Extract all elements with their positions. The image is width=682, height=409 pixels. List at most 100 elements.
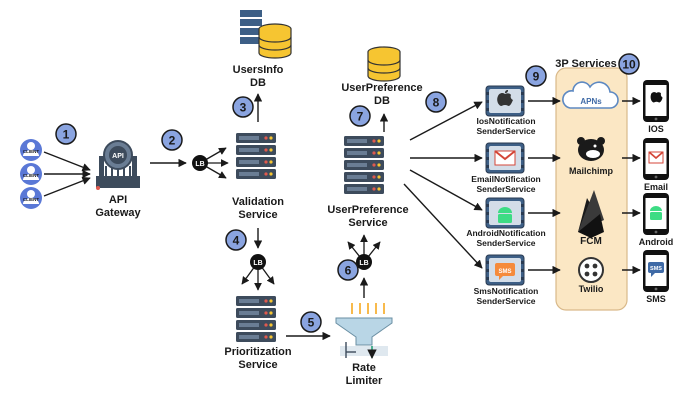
prioritization-service-label-line2: Service — [238, 358, 278, 371]
apns-label: APNs — [580, 97, 602, 106]
step-6-number: 6 — [345, 264, 352, 278]
client-2-label: CLIENT — [23, 173, 40, 178]
load-balancer-1-icon — [192, 147, 229, 179]
load-balancer-3-label: LB — [359, 260, 368, 267]
step-4-circle — [225, 229, 247, 251]
android-sender-icon — [485, 197, 525, 229]
step-10-circle — [618, 53, 640, 75]
email-sender-label-line2: SenderService — [476, 183, 536, 194]
mailchimp-label: Mailchimp — [568, 166, 613, 176]
user-preference-db-label-line2: DB — [374, 94, 390, 107]
device-email-label: Email — [643, 182, 668, 192]
rate-limiter-label-line2: Limiter — [345, 374, 383, 387]
rate-limiter-label: Rate Limiter — [334, 362, 394, 387]
step-8-circle — [425, 91, 447, 113]
sms-sender-icon — [485, 254, 525, 286]
load-balancer-2-icon — [241, 254, 275, 291]
prioritization-service-label: Prioritization Service — [208, 346, 308, 371]
fcm-icon — [578, 190, 604, 238]
android-sender-label-line2: SenderService — [476, 237, 536, 248]
client-3-icon — [20, 187, 42, 209]
third-party-panel — [555, 67, 628, 311]
step-3-number: 3 — [240, 101, 247, 115]
step-1-number: 1 — [63, 128, 70, 142]
client-1-label: CLIENT — [23, 149, 40, 154]
arrow-client3-gateway — [43, 176, 91, 197]
android-sender-label: AndroidNotification SenderService — [454, 228, 558, 249]
validation-service-label-line2: Service — [238, 208, 278, 221]
prioritization-service-icon — [236, 296, 276, 342]
users-info-db-label-line1: UsersInfo — [232, 64, 284, 76]
user-preference-db-icon — [367, 46, 401, 82]
step-2-number: 2 — [169, 134, 176, 148]
sms-phone-icon — [643, 250, 669, 292]
ios-sender-label-line2: SenderService — [476, 125, 536, 136]
load-balancer-1-label: LB — [195, 161, 204, 168]
step-4-number: 4 — [233, 234, 240, 248]
rate-limiter-icon — [335, 303, 393, 359]
ios-sender-label-line1: IosNotification — [476, 116, 536, 126]
email-sender-label-line1: EmailNotification — [471, 174, 541, 184]
arrow-userpref-ios — [409, 101, 483, 141]
sms-sender-label-line2: SenderService — [476, 295, 536, 306]
twilio-icon — [578, 257, 604, 283]
arrow-userpref-sms — [403, 183, 483, 269]
device-android-label: Android — [638, 237, 674, 247]
step-2-circle — [161, 129, 183, 151]
user-preference-db-label: UserPreference DB — [330, 82, 434, 107]
user-preference-service-label-line1: UserPreference — [327, 204, 409, 216]
api-gateway-label-line1: API — [108, 194, 128, 206]
client-2-icon — [20, 163, 42, 185]
user-preference-db-label-line1: UserPreference — [341, 82, 423, 94]
step-5-number: 5 — [308, 316, 315, 330]
step-9-circle — [525, 65, 547, 87]
device-sms-label: SMS — [646, 294, 666, 304]
sms-sender-label-line1: SmsNotification — [473, 286, 539, 296]
api-gateway-label-line2: Gateway — [95, 206, 141, 219]
ios-sender-label: IosNotification SenderService — [460, 116, 552, 137]
users-info-db-label-line2: DB — [250, 76, 266, 89]
third-party-title: 3P Services — [555, 58, 617, 70]
step-10-number: 10 — [622, 58, 636, 72]
apns-cloud-icon — [562, 81, 619, 109]
step-1-circle — [55, 123, 77, 145]
sms-sender-label: SmsNotification SenderService — [458, 286, 554, 307]
api-gateway-icon — [96, 140, 140, 190]
validation-service-icon — [236, 133, 276, 179]
ios-sender-icon — [485, 85, 525, 117]
android-phone-icon — [643, 193, 669, 235]
step-5-circle — [300, 311, 322, 333]
sms-phone-screen-label: SMS — [650, 266, 662, 272]
email-phone-icon — [643, 138, 669, 180]
sms-sender-badge: SMS — [498, 269, 511, 275]
validation-service-label-line1: Validation — [232, 196, 284, 208]
step-6-circle — [337, 259, 359, 281]
step-8-number: 8 — [433, 96, 440, 110]
step-3-circle — [232, 96, 254, 118]
fcm-label: FCM — [580, 236, 602, 247]
user-preference-service-icon — [344, 136, 384, 194]
client-3-label: CLIENT — [23, 197, 40, 202]
user-preference-service-label-line2: Service — [348, 216, 388, 229]
users-info-db-label: UsersInfo DB — [226, 64, 290, 89]
step-7-circle — [349, 105, 371, 127]
android-sender-label-line1: AndroidNotification — [466, 228, 546, 238]
rate-limiter-label-line1: Rate — [352, 362, 376, 374]
validation-service-label: Validation Service — [222, 196, 294, 221]
email-sender-icon — [485, 142, 525, 174]
arrow-client1-gateway — [43, 151, 91, 172]
api-gateway-badge: API — [112, 153, 124, 160]
device-ios-label: IOS — [648, 124, 664, 134]
arrow-userpref-android — [409, 169, 483, 211]
users-info-db-icon — [240, 10, 292, 59]
ios-phone-icon — [643, 80, 669, 122]
api-gateway-label: API Gateway — [90, 194, 146, 219]
email-sender-label: EmailNotification SenderService — [458, 174, 554, 195]
client-1-icon — [20, 139, 42, 161]
mailchimp-icon — [577, 137, 605, 161]
step-9-number: 9 — [533, 70, 540, 84]
load-balancer-3-icon — [347, 234, 381, 270]
